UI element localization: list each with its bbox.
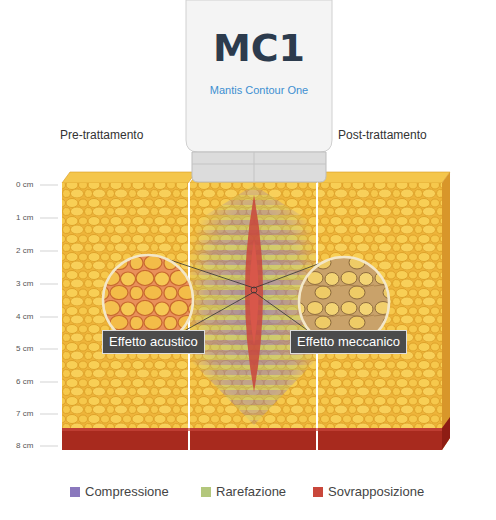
legend-item: Compressione xyxy=(70,484,169,499)
depth-scale: 8 cm xyxy=(16,441,33,451)
depth-scale: 3 cm xyxy=(16,279,33,289)
legend-text: Sovrapposizione xyxy=(328,484,424,499)
brand-logo: MC1 xyxy=(190,28,328,70)
section-title: Post-trattamento xyxy=(338,128,427,142)
effect-label: Effetto acustico xyxy=(109,335,198,349)
label-box: Effetto meccanico xyxy=(290,330,407,354)
brand-name: Mantis Contour One xyxy=(190,84,328,96)
depth-scale: 0 cm xyxy=(16,180,33,190)
legend-swatch xyxy=(313,487,323,497)
depth-scale: 1 cm xyxy=(16,213,33,223)
legend-swatch xyxy=(70,487,80,497)
legend-text: Rarefazione xyxy=(216,484,286,499)
legend-item: Rarefazione xyxy=(201,484,286,499)
device-housing: MC1Mantis Contour One xyxy=(188,18,330,138)
depth-scale: 6 cm xyxy=(16,377,33,387)
depth-scale: 5 cm xyxy=(16,344,33,354)
depth-scale: 7 cm xyxy=(16,409,33,419)
depth-scale: 2 cm xyxy=(16,246,33,256)
section-title: Pre-trattamento xyxy=(60,128,143,142)
label-box: Effetto acustico xyxy=(102,330,205,354)
effect-label: Effetto meccanico xyxy=(297,335,400,349)
legend-swatch xyxy=(201,487,211,497)
legend-text: Compressione xyxy=(85,484,169,499)
depth-scale: 4 cm xyxy=(16,312,33,322)
legend-item: Sovrapposizione xyxy=(313,484,424,499)
